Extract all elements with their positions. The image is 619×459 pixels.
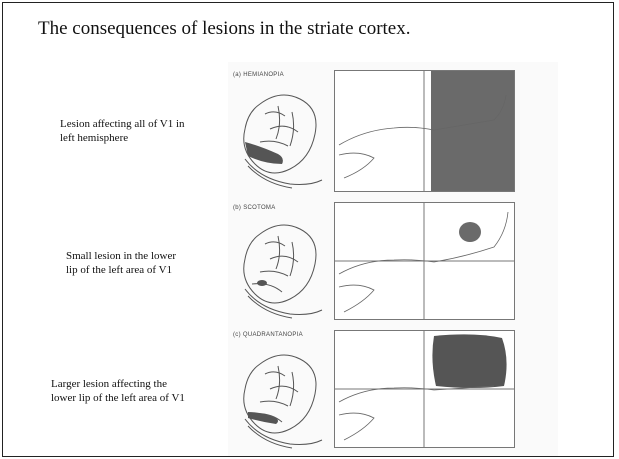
- visual-field-quadrantanopia: [334, 330, 515, 448]
- brain-drawing-quadrantanopia: [230, 344, 330, 454]
- caption-quadrantanopia: Larger lesion affecting the lower lip of…: [51, 377, 185, 405]
- panel-label-scotoma: (b) SCOTOMA: [233, 205, 276, 211]
- deficit-region: [432, 334, 506, 388]
- caption-scotoma: Small lesion in the lower lip of the lef…: [66, 249, 176, 277]
- visual-field-scotoma: [334, 202, 515, 320]
- deficit-region: [459, 222, 481, 242]
- slide-title: The consequences of lesions in the stria…: [38, 18, 411, 40]
- lesion-figure: (a) HEMIANOPIA (b) SCOTOMA (c) QUADRANTA…: [228, 62, 558, 456]
- panel-label-quadrantanopia: (c) QUADRANTANOPIA: [233, 332, 303, 338]
- panel-label-hemianopia: (a) HEMIANOPIA: [233, 72, 284, 78]
- brain-drawing-hemianopia: [230, 84, 330, 194]
- caption-hemianopia: Lesion affecting all of V1 in left hemis…: [60, 117, 185, 145]
- brain-drawing-scotoma: [230, 214, 330, 324]
- deficit-region: [431, 71, 514, 191]
- visual-field-hemianopia: [334, 70, 515, 192]
